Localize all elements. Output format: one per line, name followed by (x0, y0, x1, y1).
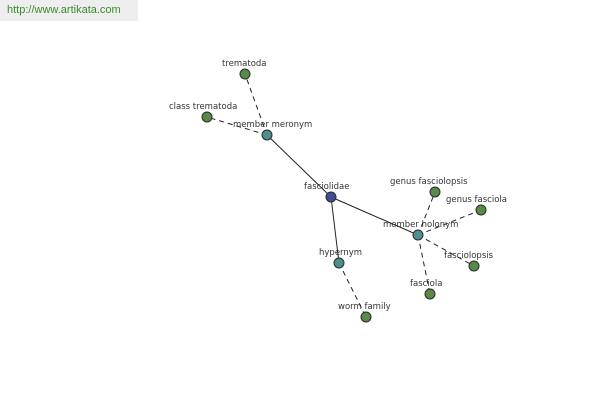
node-fasciola[interactable] (424, 288, 436, 300)
node-trematoda[interactable] (239, 68, 251, 80)
node-worm-family[interactable] (360, 311, 372, 323)
edge-fasciolidae-hypernym (330, 196, 340, 264)
label-fasciola[interactable]: fasciola (410, 279, 442, 289)
edge-member-holonym-genus-fasciolopsis (417, 191, 436, 236)
site-url-link[interactable]: http://www.artikata.com (7, 4, 121, 16)
edge-member-holonym-fasciola (417, 234, 431, 295)
node-member-meronym[interactable] (261, 129, 273, 141)
edge-hypernym-worm-family (338, 262, 367, 318)
edge-fasciolidae-member-holonym (330, 196, 419, 236)
url-banner: http://www.artikata.com (0, 0, 138, 21)
label-fasciolidae[interactable]: fasciolidae (304, 182, 349, 192)
edge-member-meronym-class-trematoda (206, 116, 268, 136)
label-class-trematoda[interactable]: class trematoda (169, 102, 237, 112)
node-fasciolopsis[interactable] (468, 260, 480, 272)
node-genus-fasciolopsis[interactable] (429, 186, 441, 198)
node-hypernym[interactable] (333, 257, 345, 269)
node-class-trematoda[interactable] (201, 111, 213, 123)
edge-member-meronym-trematoda (244, 73, 268, 136)
label-genus-fasciolopsis[interactable]: genus fasciolopsis (390, 177, 468, 187)
node-member-holonym[interactable] (412, 229, 424, 241)
edge-fasciolidae-member-meronym (266, 134, 332, 198)
label-trematoda[interactable]: trematoda (222, 59, 267, 69)
edge-member-holonym-fasciolopsis (417, 234, 475, 267)
label-member-meronym[interactable]: member meronym (233, 120, 312, 130)
node-fasciolidae[interactable] (325, 191, 337, 203)
label-genus-fasciola[interactable]: genus fasciola (446, 195, 507, 205)
edge-member-holonym-genus-fasciola (417, 209, 482, 236)
label-fasciolopsis[interactable]: fasciolopsis (444, 251, 494, 261)
label-hypernym[interactable]: hypernym (319, 248, 362, 258)
label-worm-family[interactable]: worm family (338, 302, 391, 312)
label-member-holonym[interactable]: member holonym (383, 220, 458, 230)
node-genus-fasciola[interactable] (475, 204, 487, 216)
